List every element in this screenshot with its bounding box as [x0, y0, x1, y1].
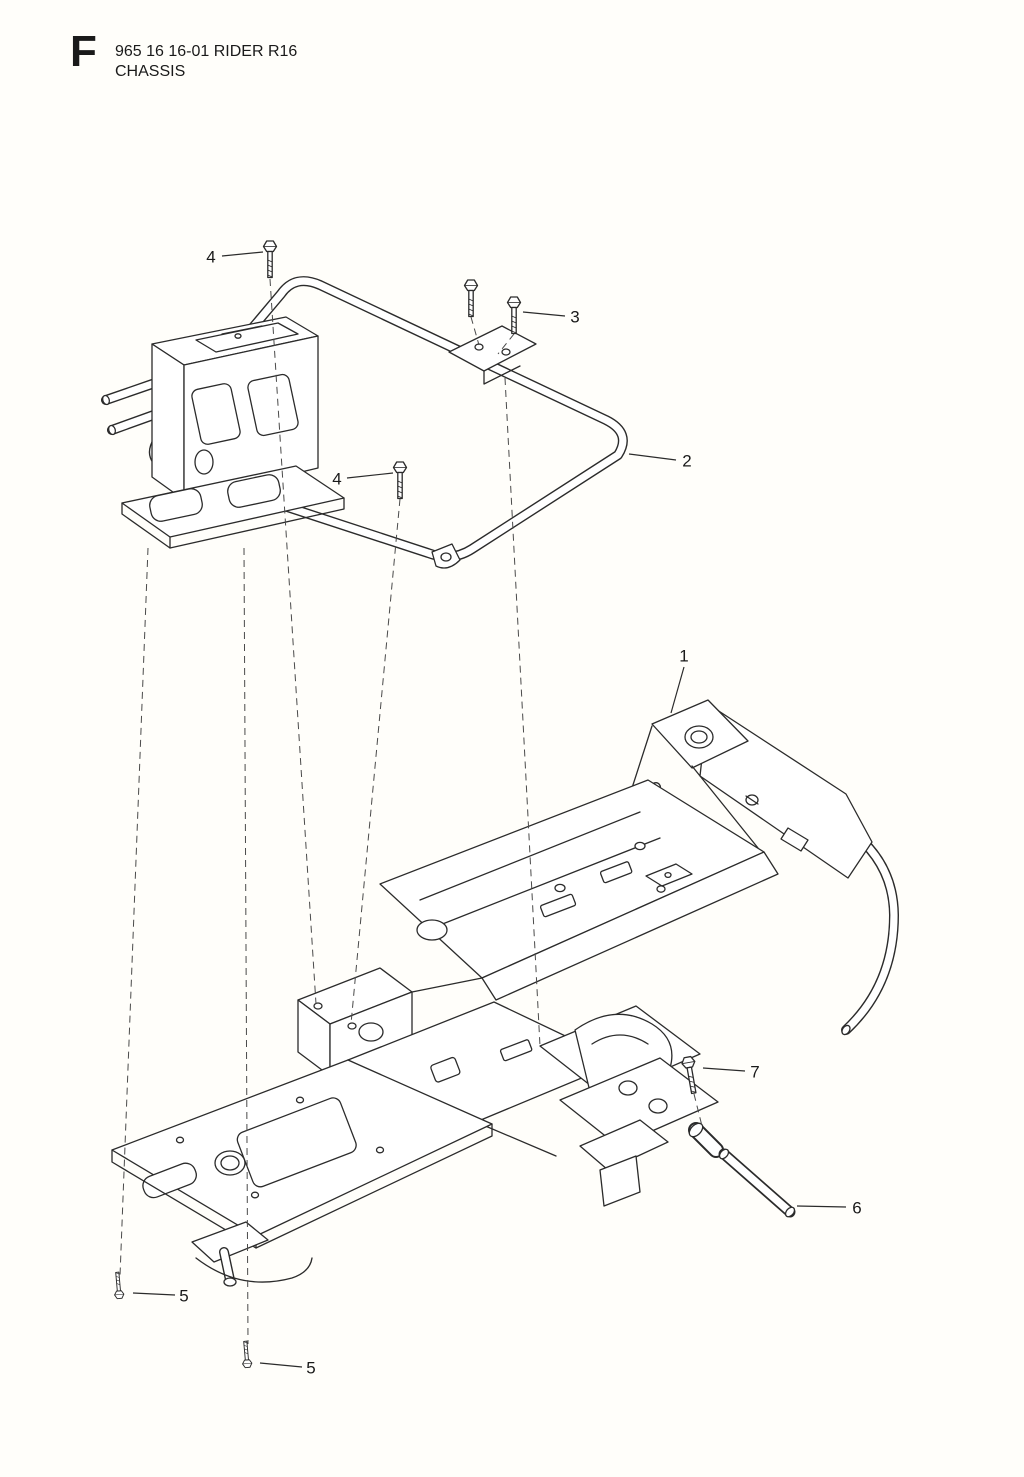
callout-7: 7	[750, 1062, 760, 1082]
page-title: CHASSIS	[115, 63, 186, 80]
bolt-5-bottom	[240, 1340, 253, 1369]
bolt-3-right	[506, 296, 522, 335]
callout-1: 1	[679, 646, 689, 666]
page-header: F 965 16 16-01 RIDER R16 CHASSIS	[0, 0, 1024, 110]
callout-5-bottom: 5	[306, 1358, 316, 1378]
callout-5-left: 5	[179, 1286, 189, 1306]
main-chassis-part-1	[111, 699, 899, 1287]
callout-2: 2	[682, 451, 692, 471]
callout-leader-lines	[132, 251, 847, 1368]
callout-4-lower: 4	[332, 469, 342, 489]
callout-4-upper: 4	[206, 247, 216, 267]
spacer-and-pin-part-6	[688, 1122, 796, 1218]
model-code: 965 16 16-01 RIDER R16	[115, 43, 298, 60]
bolt-5-left	[112, 1271, 125, 1300]
bolt-4-lower	[392, 461, 408, 500]
bolt-4-upper	[262, 240, 278, 279]
callout-3: 3	[570, 307, 580, 327]
header-text: 965 16 16-01 RIDER R16 CHASSIS	[115, 42, 297, 82]
callout-6: 6	[852, 1198, 862, 1218]
bolt-3-left	[463, 279, 479, 318]
assembly-dashed-lines	[119, 278, 703, 1345]
battery-bracket-box	[101, 316, 345, 549]
section-letter: F	[70, 27, 97, 76]
